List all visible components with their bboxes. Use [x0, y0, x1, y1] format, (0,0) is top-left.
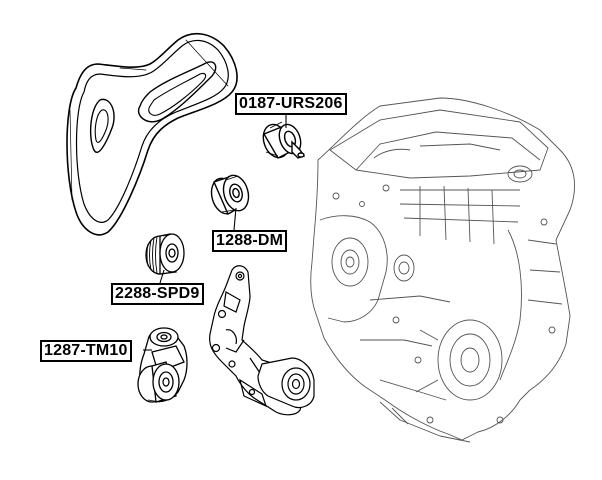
- part-label-1287-tm10[interactable]: 1287-TM10: [40, 340, 132, 362]
- part-label-1288-dm[interactable]: 1288-DM: [212, 230, 288, 252]
- leader-lines: [143, 113, 287, 351]
- serpentine-belt: [66, 33, 238, 236]
- pulley-urs206: [262, 121, 306, 159]
- part-label-2288-spd9[interactable]: 2288-SPD9: [111, 283, 204, 305]
- engine-block: [310, 97, 575, 443]
- belt-tensioner-tm10: [137, 327, 188, 403]
- tensioner-bracket: [209, 265, 315, 416]
- grooved-pulley-spd9: [145, 233, 185, 275]
- part-label-0187-urs206[interactable]: 0187-URS206: [235, 93, 347, 115]
- idler-pulley-dm: [210, 174, 250, 215]
